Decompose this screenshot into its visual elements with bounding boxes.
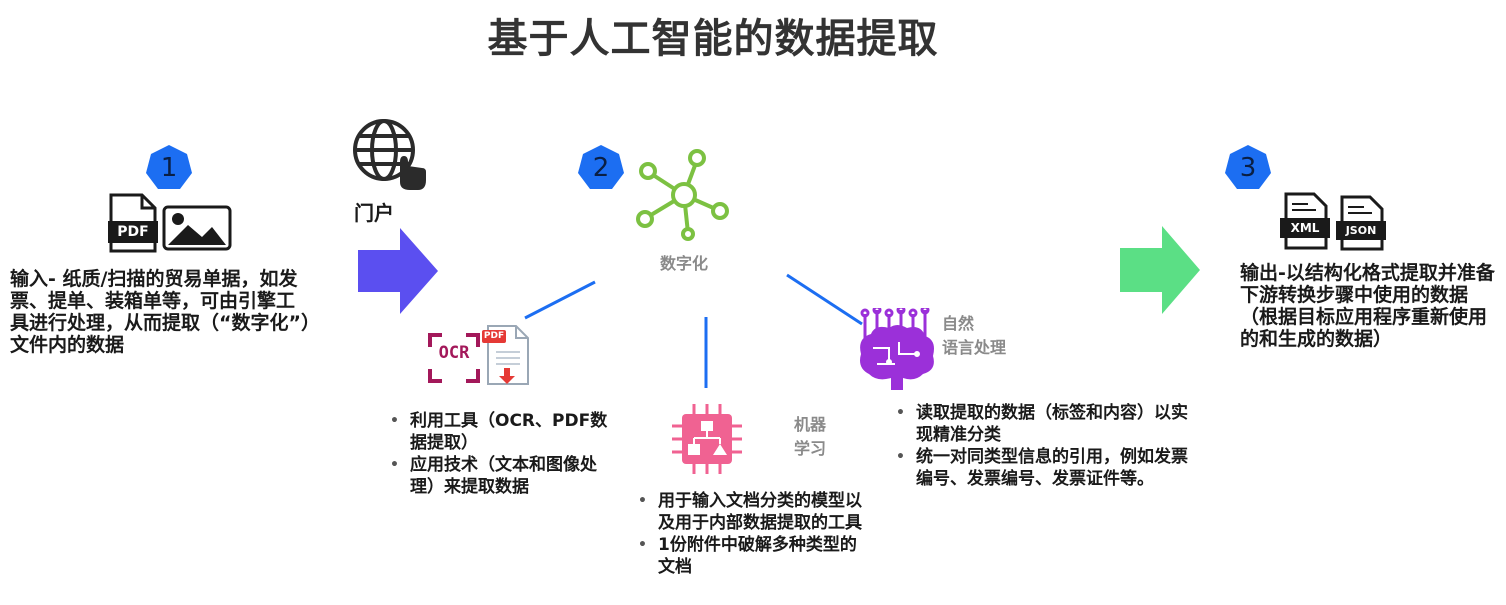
list-item: 利用工具（OCR、PDF数据提取） (386, 410, 622, 454)
brain-circuit-icon (855, 308, 939, 396)
page-title: 基于人工智能的数据提取 (487, 16, 939, 62)
ml-label-line1: 机器 (794, 415, 827, 434)
step-3-number: 3 (1239, 153, 1257, 183)
connector-ocr (524, 280, 596, 320)
pdf-small-text: PDF (483, 331, 505, 341)
pdf-badge-text: PDF (117, 224, 149, 240)
ocr-bullet-list: 利用工具（OCR、PDF数据提取） 应用技术（文本和图像处理）来提取数据 (386, 410, 622, 498)
portal-label: 门户 (354, 201, 394, 225)
green-arrow-icon (1120, 226, 1200, 314)
output-description: 输出-以结构化格式提取并准备下游转换步骤中使用的数据（根据目标应用程序重新使用的… (1240, 262, 1495, 350)
connector-nlp (786, 273, 863, 326)
heptagon-badge-icon (578, 145, 624, 189)
input-description: 输入- 纸质/扫描的贸易单据，如发票、提单、装箱单等，可由引擎工具进行处理，从而… (10, 268, 311, 356)
nlp-bullet-list: 读取提取的数据（标签和内容）以实现精准分类 统一对同类型信息的引用，例如发票编号… (892, 402, 1194, 490)
json-text: JSON (1345, 224, 1377, 237)
image-icon (162, 205, 232, 251)
list-item: 应用技术（文本和图像处理）来提取数据 (386, 454, 622, 498)
list-item: 读取提取的数据（标签和内容）以实现精准分类 (892, 402, 1194, 446)
step-2-number: 2 (592, 153, 610, 183)
ml-bullet-list: 用于输入文档分类的模型以及用于内部数据提取的工具 1份附件中破解多种类型的文档 (634, 490, 866, 578)
nlp-label-line2: 语言处理 (942, 338, 1007, 357)
heptagon-badge-icon (146, 145, 192, 189)
digitization-label: 数字化 (660, 254, 709, 273)
list-item: 用于输入文档分类的模型以及用于内部数据提取的工具 (634, 490, 866, 534)
xml-file-icon: XML (1280, 192, 1330, 250)
ocr-scan-icon: OCR (428, 333, 480, 383)
ml-label-line2: 学习 (794, 439, 827, 458)
heptagon-badge-icon (1225, 145, 1271, 189)
globe-click-icon (352, 118, 430, 194)
list-item: 1份附件中破解多种类型的文档 (634, 534, 866, 578)
ml-chip-icon (672, 404, 742, 474)
json-file-icon: JSON (1336, 195, 1386, 251)
purple-arrow-icon (358, 228, 438, 314)
step-1-number: 1 (160, 153, 178, 183)
pdf-file-icon: PDF (108, 193, 158, 253)
network-icon (636, 146, 732, 242)
list-item: 统一对同类型信息的引用，例如发票编号、发票编号、发票证件等。 (892, 446, 1194, 490)
nlp-label-line1: 自然 (942, 314, 975, 333)
pdf-download-icon: PDF (482, 324, 532, 386)
step-3-badge: 3 (1224, 144, 1272, 192)
step-1-badge: 1 (145, 144, 193, 192)
ocr-text: OCR (438, 343, 470, 363)
step-2-badge: 2 (577, 144, 625, 192)
xml-text: XML (1290, 221, 1320, 235)
